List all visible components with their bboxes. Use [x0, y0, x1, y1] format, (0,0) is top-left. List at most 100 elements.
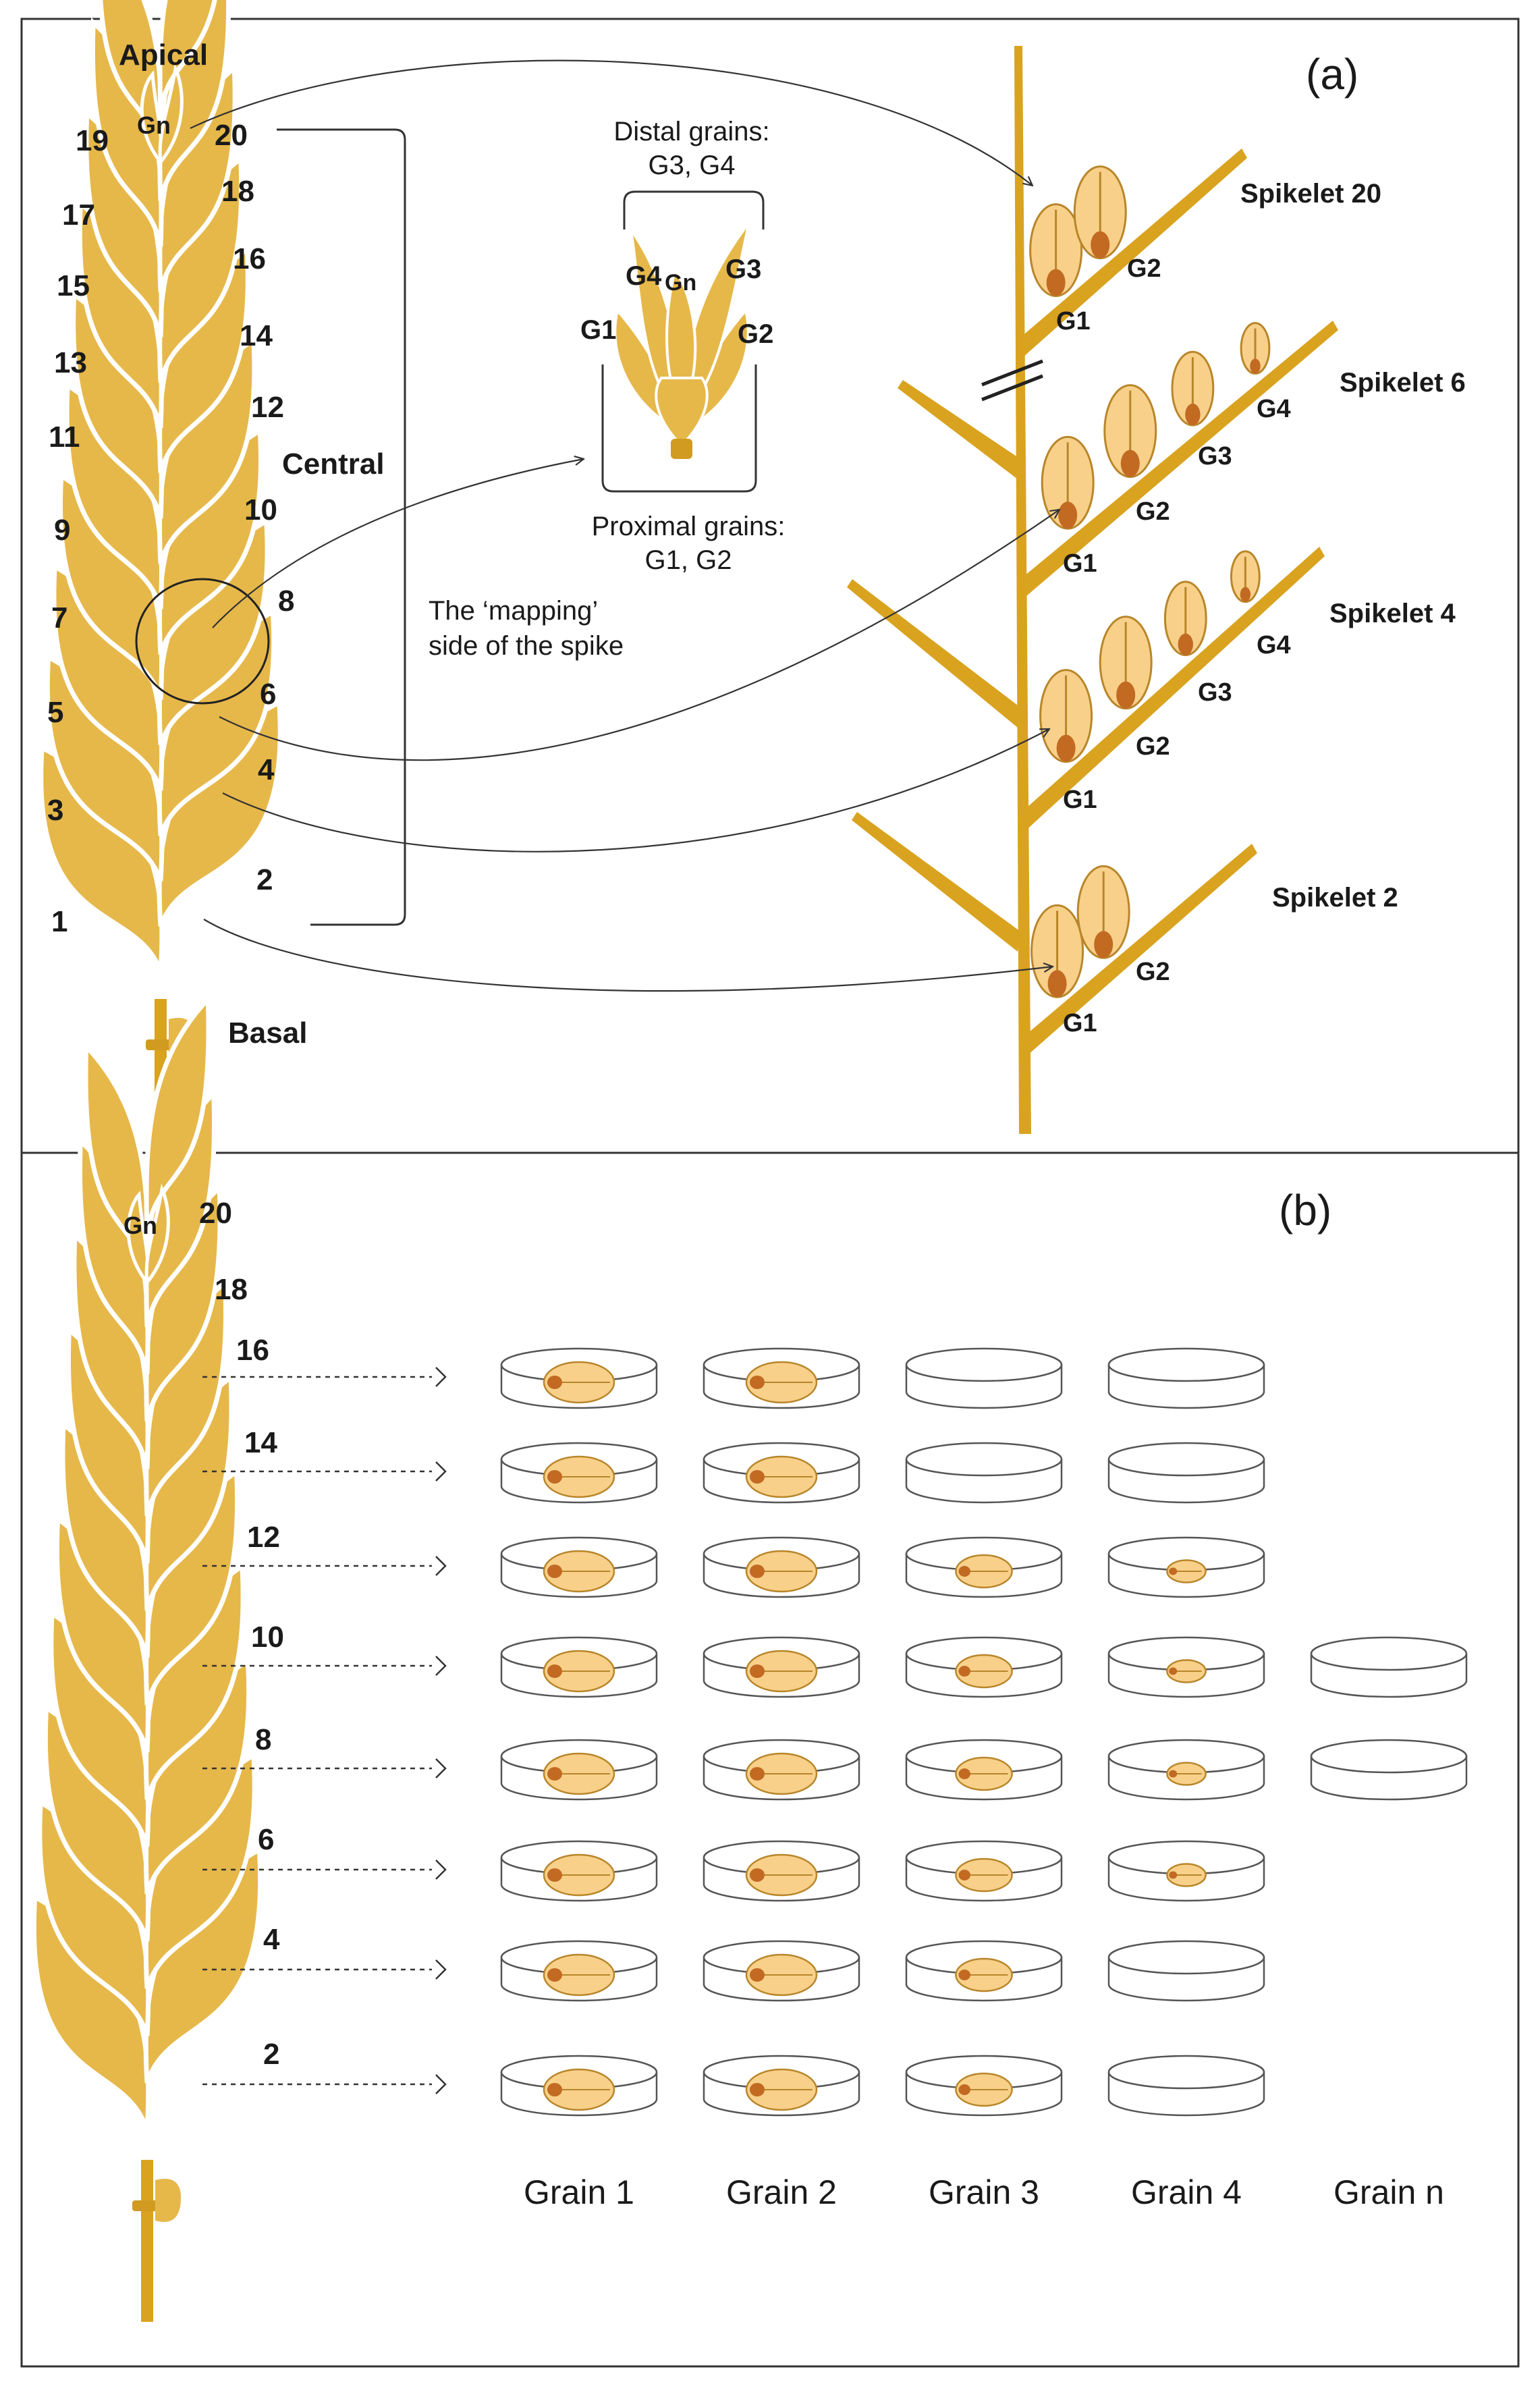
- spikelet-number-left: 5: [47, 696, 63, 729]
- spikelet-number-left: 17: [62, 198, 95, 232]
- gn-label-b: Gn: [123, 1212, 157, 1239]
- grain-embryo: [1094, 931, 1113, 958]
- s20-g1: G1: [1056, 307, 1091, 335]
- distal-label-1: Distal grains:: [613, 117, 769, 146]
- basal-sheath: [155, 2179, 182, 2222]
- apical-spikelet-right: [158, 63, 184, 167]
- dish-grain-embryo: [750, 1470, 765, 1484]
- dish-grain-embryo: [958, 1870, 970, 1880]
- panel-b-frame: [20, 1151, 1520, 2368]
- s4-g1: G1: [1063, 786, 1097, 814]
- dish-grain-embryo: [750, 1376, 765, 1389]
- distal-bracket: [623, 190, 765, 229]
- proximal-bracket: [601, 364, 757, 493]
- grain-embryo: [1240, 587, 1251, 602]
- s2-g1: G1: [1063, 1009, 1097, 1037]
- central-label: Central: [282, 447, 385, 481]
- dish-grain-embryo: [958, 1566, 970, 1577]
- arrow-to-floret: [212, 459, 584, 628]
- spikelet-number-left: 3: [47, 794, 63, 827]
- spike-bracket: [277, 128, 406, 926]
- stem-node: [146, 1039, 175, 1050]
- dish-grain-embryo: [1169, 1871, 1178, 1879]
- dish-grain-embryo: [547, 2083, 562, 2096]
- petri-dish-rim: [1107, 1347, 1265, 1382]
- dotted-arrow-head: [435, 1556, 447, 1576]
- dish-grain-embryo: [750, 2083, 765, 2096]
- dish-grain-embryo: [547, 1868, 562, 1882]
- s4-g2: G2: [1136, 732, 1170, 761]
- spikelet-number-b: 12: [247, 1521, 280, 1554]
- panel-a-label: (a): [1306, 50, 1358, 99]
- floret-g2: G2: [738, 319, 773, 349]
- petri-dish-rim: [1107, 1442, 1265, 1477]
- grain-column-label: Grain 3: [929, 2173, 1039, 2211]
- s6-g3: G3: [1198, 442, 1232, 470]
- petri-dish-rim: [1310, 1739, 1468, 1774]
- spikelet-right: [144, 993, 211, 1233]
- grain-embryo: [1058, 501, 1078, 529]
- petri-dish-rim: [1107, 1940, 1265, 1975]
- mapping-text-line1: The ‘mapping’: [429, 596, 598, 626]
- dish-grain-embryo: [750, 1565, 765, 1578]
- dotted-arrow-head: [435, 1758, 447, 1779]
- grain-embryo: [1250, 358, 1261, 374]
- spikelet-number-b: 2: [263, 2038, 279, 2071]
- stem-node: [132, 2200, 162, 2211]
- dish-grain-embryo: [958, 2084, 970, 2095]
- spikelet-number-b: 8: [255, 1723, 271, 1756]
- floret-illustration: [613, 221, 750, 459]
- panel-b-label: (b): [1279, 1186, 1331, 1234]
- grain-column-label: Grain 4: [1131, 2173, 1242, 2211]
- arrow-spikelet-4: [222, 729, 1049, 852]
- spikelet-6-label: Spikelet 6: [1340, 368, 1466, 398]
- spikelet-number-left: 1: [51, 905, 67, 938]
- spikelet-number-right: 4: [258, 753, 275, 786]
- petri-dish-rim: [905, 1347, 1063, 1382]
- dish-grain-embryo: [750, 1968, 765, 1982]
- spikelet-number-right: 20: [215, 119, 248, 152]
- spikelet-number-right: 6: [260, 678, 276, 711]
- spikelet-number-right: 16: [233, 242, 266, 275]
- proximal-label-2: G1, G2: [645, 545, 732, 575]
- wheat-spike-a: [38, 0, 283, 1127]
- dish-grain-embryo: [1169, 1567, 1178, 1575]
- dish-grain-embryo: [750, 1767, 765, 1781]
- spikelet-number-b: 14: [244, 1426, 277, 1459]
- basal-label: Basal: [228, 1016, 307, 1050]
- s4-g4: G4: [1257, 631, 1291, 659]
- floret-gn: Gn: [665, 270, 696, 296]
- spikelet-20-label: Spikelet 20: [1240, 179, 1381, 209]
- spikelet-number-right: 14: [240, 319, 273, 352]
- rachis-branch-empty: [898, 380, 1020, 479]
- s2-g2: G2: [1136, 958, 1170, 986]
- spikelet-number-right: 18: [221, 175, 254, 208]
- dish-grain-embryo: [1169, 1770, 1178, 1778]
- dish-grain-embryo: [958, 1768, 970, 1779]
- dotted-arrow-head: [435, 1461, 447, 1482]
- spikelet-branch: [1020, 547, 1325, 834]
- dish-grain-embryo: [547, 1565, 562, 1578]
- spikelet-number-b: 10: [251, 1621, 284, 1654]
- grain-column-label: Grain 1: [524, 2173, 634, 2211]
- distal-label-2: G3, G4: [649, 151, 736, 180]
- spikelet-number-right: 10: [244, 493, 277, 526]
- rachis-branch-empty: [852, 812, 1020, 952]
- rachis-illustration: [847, 46, 1338, 1134]
- gn-label-a: Gn: [137, 111, 171, 139]
- s6-g2: G2: [1136, 497, 1170, 526]
- rachis-branch-empty: [847, 579, 1020, 728]
- spikelet-number-b: 16: [236, 1334, 269, 1367]
- dish-grain-embryo: [547, 1376, 562, 1389]
- spikelet-number-right: 8: [278, 585, 294, 618]
- arrow-spikelet-6: [219, 510, 1060, 761]
- stem: [141, 2160, 153, 2322]
- petri-dish-rim: [905, 1442, 1063, 1477]
- spikelet-number-left: 19: [76, 124, 109, 157]
- grain-embryo: [1185, 404, 1201, 426]
- spikelet-20-number-b: 20: [199, 1197, 232, 1230]
- floret-glume: [655, 377, 709, 447]
- spikelet-right: [157, 0, 217, 111]
- mapping-text-line2: side of the spike: [429, 631, 624, 661]
- dish-grain-embryo: [958, 1666, 970, 1677]
